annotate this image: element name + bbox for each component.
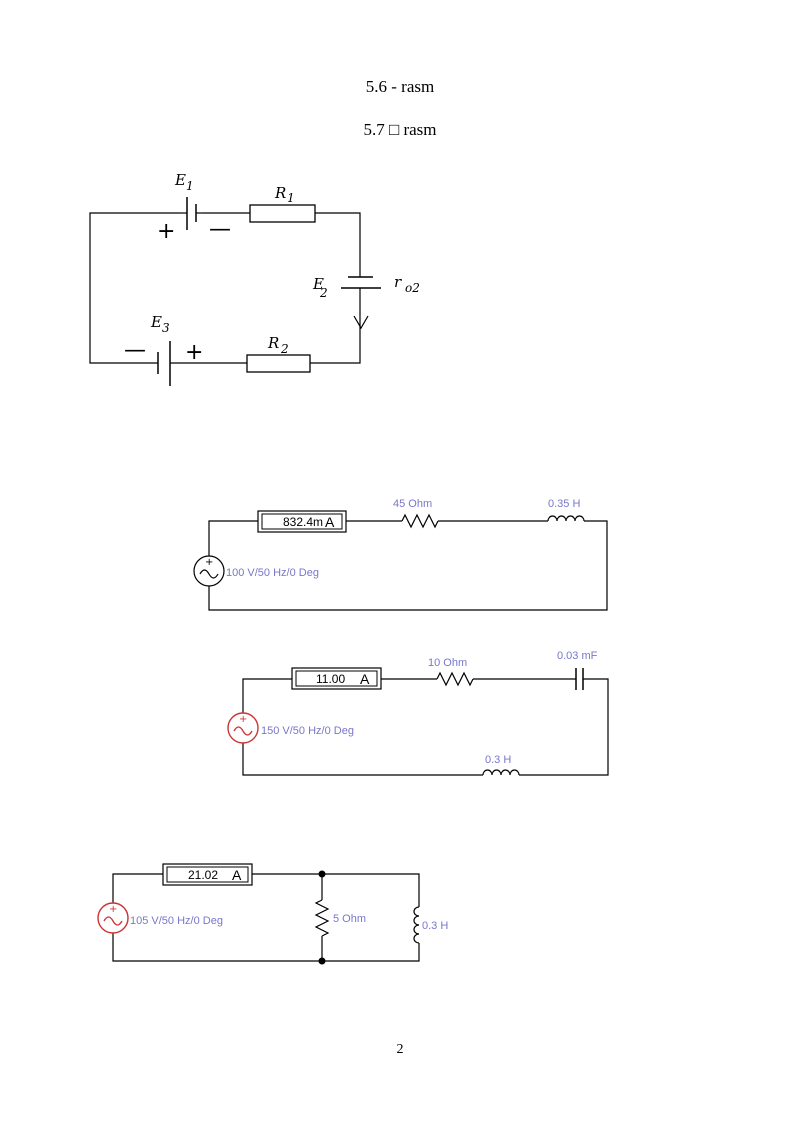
page-number: 2 <box>396 1042 404 1057</box>
e1-label: E <box>174 171 186 189</box>
ac-source-c3 <box>227 712 259 744</box>
inductor-c4 <box>413 906 420 944</box>
ac-source-c4 <box>97 902 129 934</box>
wire-left <box>89 212 180 364</box>
rl-series-circuit: 832.4m A 45 Ohm 0.35 H + 100 V/50 Hz/0 D… <box>193 498 608 611</box>
ammeter-c4-reading: 21.02 <box>188 868 218 882</box>
wire-c4-top <box>252 873 420 907</box>
e3-label: E <box>150 313 162 331</box>
e3-minus-sign: — <box>124 338 146 363</box>
junction-bottom <box>318 957 326 965</box>
figure-caption-5-7: 5.7 □ rasm <box>363 120 437 139</box>
wire-r1-e2 <box>315 212 361 277</box>
wire-c4-bottom <box>112 933 420 962</box>
r1-subscript: 1 <box>287 191 295 205</box>
wire-c2-left-top <box>208 520 258 556</box>
ammeter-c2-unit: A <box>325 514 335 530</box>
e1-subscript: 1 <box>186 179 194 193</box>
figure-caption-5-6: 5.6 - rasm <box>365 77 435 96</box>
e3-subscript: 3 <box>162 321 170 335</box>
ammeter-c4 <box>162 863 253 886</box>
e2-label: E <box>312 275 324 293</box>
ac-source-c4-label: 105 V/50 Hz/0 Deg <box>130 915 223 927</box>
r02-label: r <box>394 273 402 291</box>
battery-e2 <box>341 276 381 330</box>
ammeter-c3 <box>291 667 382 690</box>
e3-plus-sign: + <box>185 340 203 365</box>
capacitor-c3 <box>575 668 584 690</box>
resistor-c4 <box>314 899 330 937</box>
e1-plus-sign: + <box>157 219 175 244</box>
wire-c3-left-top <box>242 678 292 713</box>
wire-c4-left-top <box>112 873 163 903</box>
r2-subscript: 2 <box>280 342 289 356</box>
battery-e1 <box>180 197 203 230</box>
ac-source-c2-plus: + <box>205 557 213 568</box>
e2-subscript: 2 <box>319 286 328 300</box>
ammeter-c3-unit: A <box>360 671 370 687</box>
wire-c2-return <box>208 520 608 611</box>
dc-circuit: E 1 + — R 1 E 2 r o2 E 3 — + R 2 <box>89 171 420 386</box>
e1-minus-sign: — <box>209 217 231 242</box>
rlc-series-circuit: 11.00 A 10 Ohm 0.03 mF 0.3 H + 150 V/50 … <box>227 650 609 776</box>
r2-label: R <box>267 334 279 352</box>
ammeter-c2-reading: 832.4m <box>283 515 323 529</box>
resistor-c4-label: 5 Ohm <box>333 913 366 925</box>
wire-c3-right <box>519 678 609 776</box>
inductor-c3-label: 0.3 H <box>485 754 511 766</box>
ammeter-c4-unit: A <box>232 867 242 883</box>
ac-source-c3-label: 150 V/50 Hz/0 Deg <box>261 725 354 737</box>
ac-source-c2-label: 100 V/50 Hz/0 Deg <box>226 567 319 579</box>
wire-c3-bottom <box>242 743 483 776</box>
inductor-c3 <box>482 769 520 776</box>
resistor-c2 <box>401 513 439 529</box>
resistor-r2 <box>246 354 311 373</box>
ac-source-c3-plus: + <box>239 714 247 725</box>
resistor-c3-label: 10 Ohm <box>428 657 467 669</box>
battery-e3 <box>157 341 171 386</box>
junction-top <box>318 870 326 878</box>
ac-source-c4-plus: + <box>109 904 117 915</box>
resistor-c3 <box>436 671 474 687</box>
r02-subscript: o2 <box>405 281 420 295</box>
capacitor-c3-label: 0.03 mF <box>557 650 598 662</box>
wire-e2-r2 <box>310 288 361 364</box>
parallel-rl-circuit: 21.02 A 5 Ohm 0.3 H + 105 V/50 Hz/0 Deg <box>97 863 448 965</box>
r1-label: R <box>274 184 286 202</box>
ac-source-c2 <box>193 555 225 587</box>
inductor-c4-label: 0.3 H <box>422 920 448 932</box>
ammeter-c3-reading: 11.00 <box>316 672 345 686</box>
resistor-c2-label: 45 Ohm <box>393 498 432 510</box>
inductor-c2-label: 0.35 H <box>548 498 580 510</box>
inductor-c2 <box>547 515 585 522</box>
ammeter-c2 <box>257 510 347 533</box>
resistor-r1 <box>249 204 316 223</box>
